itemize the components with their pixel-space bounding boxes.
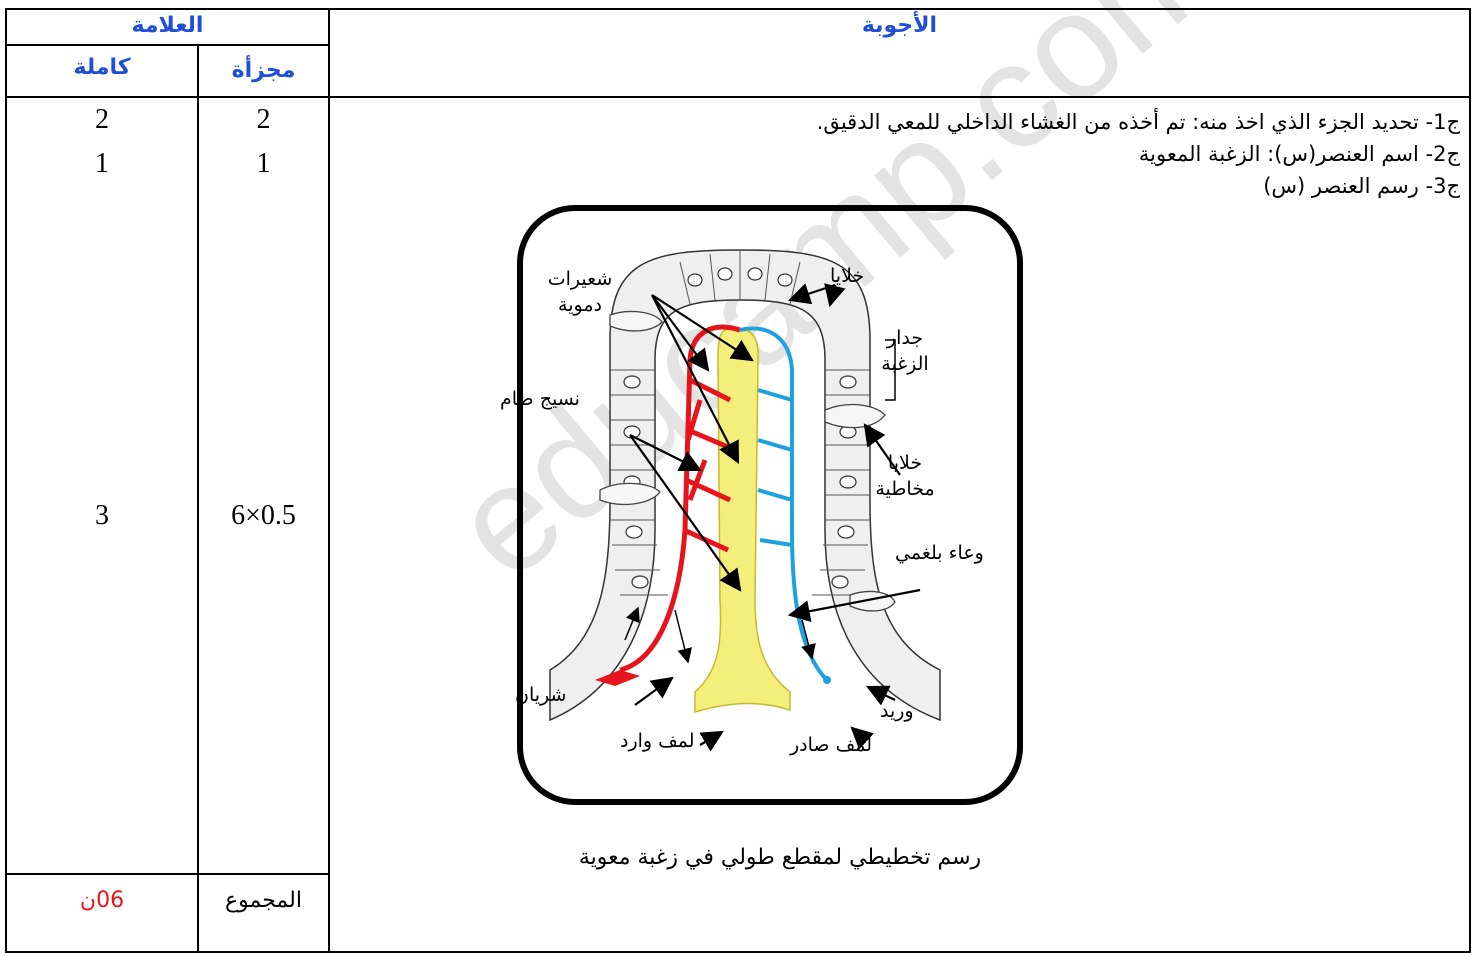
grade-title: العلامة xyxy=(7,10,328,44)
answer-1: ج1- تحديد الجزء الذي اخذ منه: تم أخذه من… xyxy=(340,110,1460,134)
total-value: 06ن xyxy=(7,888,197,913)
col-divider-marks xyxy=(197,44,199,953)
answers-title: الأجوبة xyxy=(330,10,1469,44)
row1-partial: 2 xyxy=(199,104,328,136)
row-divider-total xyxy=(5,873,330,875)
diagram-caption: رسم تخطيطي لمقطع طولي في زغبة معوية xyxy=(520,845,1040,870)
answer-2: ج2- اسم العنصر(س): الزغبة المعوية xyxy=(340,142,1460,166)
row3-full: 3 xyxy=(7,500,197,532)
table-border-right xyxy=(1469,8,1471,953)
row2-full: 1 xyxy=(7,148,197,180)
answer-3: ج3- رسم العنصر (س) xyxy=(340,174,1460,198)
label-cells: خلايا xyxy=(830,265,864,287)
label-capillaries: شعيرات دموية xyxy=(525,266,635,318)
label-connective: نسيج ضام xyxy=(500,388,580,410)
col-divider-main xyxy=(328,8,330,953)
vein-end xyxy=(823,676,831,684)
label-artery: شريان xyxy=(515,684,566,706)
full-label: كاملة xyxy=(7,46,197,96)
row-divider-2 xyxy=(5,96,1471,98)
label-vein: وريد xyxy=(880,700,914,722)
table-border-bottom xyxy=(5,951,1471,953)
label-lymph-out: لمف صادر xyxy=(790,734,872,756)
row1-full: 2 xyxy=(7,104,197,136)
label-mucus-cells: خلايا مخاطية xyxy=(870,450,940,502)
lacteal xyxy=(695,328,790,712)
villus-diagram: شعيرات دموية خلايا جدار الزغبة نسيج ضام … xyxy=(490,200,1030,810)
row2-partial: 1 xyxy=(199,148,328,180)
total-label: المجموع xyxy=(199,888,328,913)
row3-partial: 6×0.5 xyxy=(199,500,328,532)
label-lymph-in: لمف وارد xyxy=(620,730,695,752)
label-wall: جدار الزغبة xyxy=(875,325,935,377)
partial-label: مجزأة xyxy=(199,46,328,96)
label-lymph-vessel: وعاء بلغمي xyxy=(895,542,984,564)
